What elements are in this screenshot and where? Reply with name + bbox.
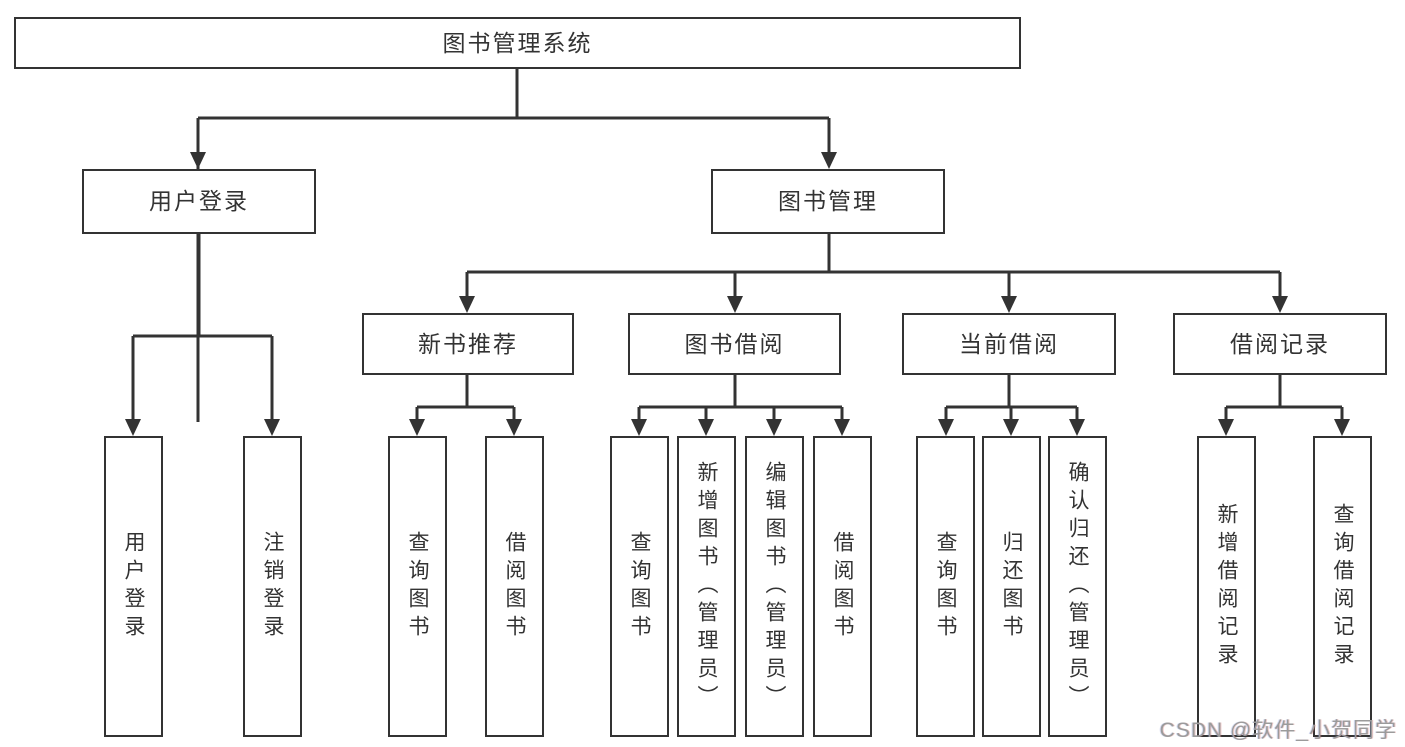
arrowhead [1069, 419, 1085, 436]
node-current-borrowing: 当前借阅 [902, 313, 1116, 375]
leaf-logout: 注销登录 [243, 436, 302, 737]
leaf-return-books: 归还图书 [982, 436, 1041, 737]
leaf-borrow-books: 借阅图书 [813, 436, 872, 737]
connector-borrow-record-children [1224, 375, 1344, 423]
connector-book-borrow-children [637, 375, 844, 423]
arrowhead [834, 419, 850, 436]
arrowhead [409, 419, 425, 436]
arrowhead [1334, 419, 1350, 436]
leaf-add-borrow-record: 新增借阅记录 [1197, 436, 1256, 737]
node-label: 归还图书 [1000, 530, 1023, 643]
node-label: 借阅图书 [503, 530, 526, 643]
arrowhead [1003, 419, 1019, 436]
node-label: 新书推荐 [418, 330, 518, 357]
node-label: 查询图书 [934, 530, 957, 643]
arrowhead [264, 419, 280, 436]
leaf-query-books: 查询图书 [388, 436, 447, 737]
arrowhead [125, 419, 141, 436]
node-label: 图书管理 [778, 188, 878, 214]
node-label: 图书借阅 [684, 330, 785, 357]
leaf-query-borrow-record: 查询借阅记录 [1313, 436, 1372, 737]
arrowhead [766, 419, 782, 436]
node-label: 借阅图书 [831, 530, 854, 643]
connector-user-login-children [131, 234, 274, 423]
node-library-system: 图书管理系统 [14, 17, 1021, 69]
node-label: 用户登录 [149, 188, 249, 214]
node-label: 图书管理系统 [442, 29, 593, 56]
arrowhead [1001, 296, 1017, 313]
node-label: 查询图书 [628, 530, 651, 643]
node-label: 注销登录 [261, 530, 284, 643]
node-book-management: 图书管理 [711, 169, 945, 234]
leaf-edit-books-admin: 编辑图书（管理员） [745, 436, 804, 737]
node-new-book-recommendation: 新书推荐 [362, 313, 574, 375]
arrowhead [727, 296, 743, 313]
node-user-login: 用户登录 [82, 169, 316, 234]
connector-book-mgmt-children [465, 234, 1282, 300]
arrowhead [938, 419, 954, 436]
node-borrowing-records: 借阅记录 [1173, 313, 1387, 375]
leaf-borrow-books: 借阅图书 [485, 436, 544, 737]
arrowhead [459, 296, 475, 313]
node-label: 编辑图书（管理员） [763, 460, 786, 713]
node-label: 新增图书（管理员） [695, 460, 718, 713]
node-book-borrowing: 图书借阅 [628, 313, 841, 375]
arrowhead [190, 152, 206, 169]
leaf-query-books: 查询图书 [610, 436, 669, 737]
connector-current-borrow-children [944, 375, 1079, 423]
node-label: 查询借阅记录 [1331, 502, 1354, 671]
csdn-watermark: CSDN @软件_小贺同学 [1159, 719, 1397, 742]
arrowhead [506, 419, 522, 436]
arrowhead [698, 419, 714, 436]
arrowhead [631, 419, 647, 436]
leaf-user-login: 用户登录 [104, 436, 163, 737]
leaf-query-books: 查询图书 [916, 436, 975, 737]
leaf-add-books-admin: 新增图书（管理员） [677, 436, 736, 737]
connector-new-book-rec-children [415, 375, 516, 423]
arrowhead [821, 152, 837, 169]
node-label: 借阅记录 [1230, 330, 1330, 357]
arrowhead [1218, 419, 1234, 436]
node-label: 当前借阅 [959, 330, 1059, 357]
arrowhead [1272, 296, 1288, 313]
node-label: 确认归还（管理员） [1066, 460, 1089, 713]
node-label: 新增借阅记录 [1215, 502, 1238, 671]
node-label: 用户登录 [122, 530, 145, 643]
node-label: 查询图书 [406, 530, 429, 643]
leaf-confirm-return-admin: 确认归还（管理员） [1048, 436, 1107, 737]
